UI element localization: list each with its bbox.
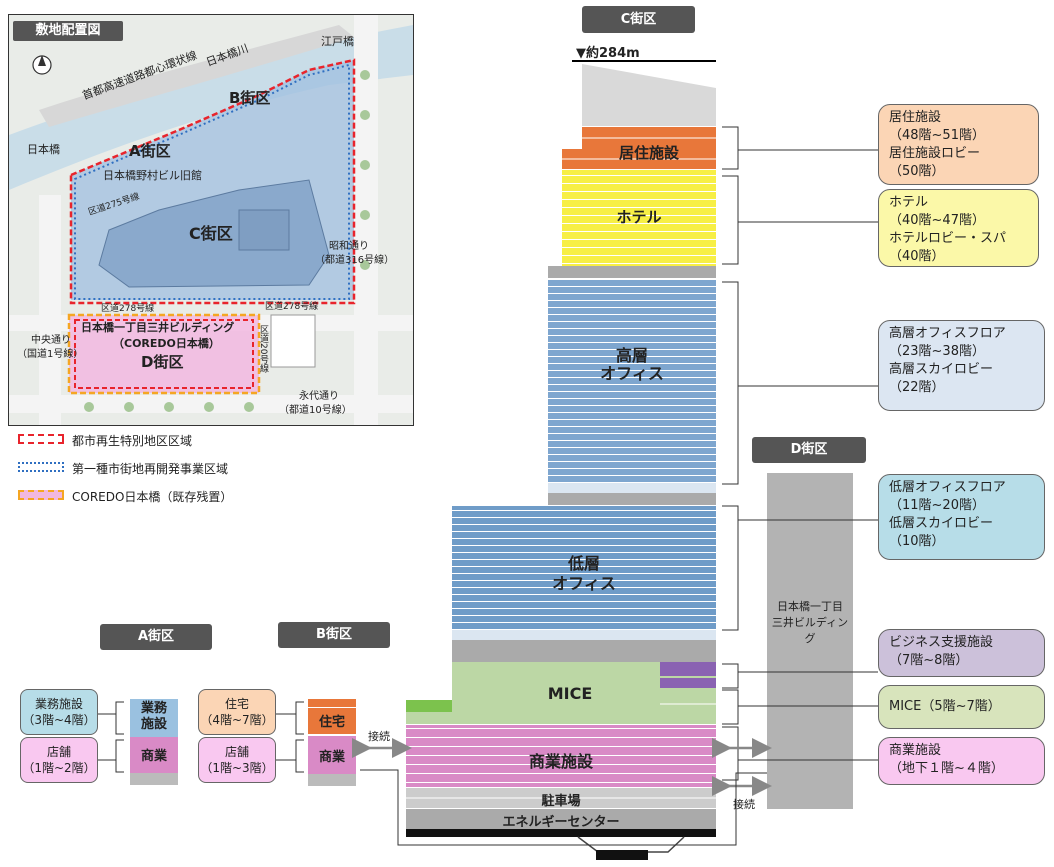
hotel-floors [562,170,716,266]
river-band [9,25,413,190]
label-edobashi: 江戸橋 [321,35,354,48]
residential-label: 居住施設 [618,144,679,162]
d-building [767,473,853,809]
callout-a-retail: 店舗 （1階~2階） [20,737,98,783]
redevelopment-outline [74,63,350,300]
low-office-label-1: 低層 [567,554,600,573]
label-coredo: （COREDO日本橋） [113,337,220,350]
parking-label: 駐車場 [541,794,581,809]
tag-block-b: B街区 [278,622,390,648]
block-d-area [69,315,259,393]
a-retail-label: 商業 [140,749,167,764]
commercial-floors [406,725,716,787]
d-building-label-1: 日本橋一丁目 [777,600,843,613]
c-building [98,179,330,288]
special-district-outline [69,58,356,305]
mice-label: MICE [547,684,593,703]
callout-high-office: 高層オフィスフロア （23階~38階） 高層スカイロビー （22階） [878,320,1045,411]
tower-crown [582,64,716,126]
callout-low-office: 低層オフィスフロア （11階~20階） 低層スカイロビー （10階） [878,474,1045,560]
site-map: 敷地配置図 首都高速道路都心環状線 日本橋川 江戸橋 日本橋 A街区 B街区 日… [8,14,414,426]
callout-residential: 居住施設 （48階~51階） 居住施設ロビー （50階） [878,104,1039,185]
legend-swatch-redevelopment [18,462,64,472]
a-office-label: 業務 施設 [140,701,167,732]
expressway-band [39,25,354,127]
label-kudo-278-b: 区道278号線 [265,302,319,312]
callout-commercial: 商業施設 （地下１階~４階） [878,737,1045,785]
energy-label: エネルギーセンター [502,815,620,830]
legend-label-redevelopment: 第一種市街地再開発事業区域 [72,462,229,476]
label-nihonbashi: 日本橋 [27,143,60,156]
tag-block-c: C街区 [582,6,695,33]
label-block-c: C街区 [189,224,233,243]
underground-line [360,769,767,846]
hotel-label: ホテル [616,208,662,226]
low-office-label-2: オフィス [552,574,616,593]
d-building-label-2: 三井ビルディング [771,616,849,645]
legend-swatch-coredo [18,490,64,500]
label-showa-dori: 昭和通り [329,241,369,252]
high-office-label-2: オフィス [600,364,664,383]
high-office-label-1: 高層 [615,346,648,365]
tag-block-a: A街区 [100,624,212,650]
legend-label-coredo: COREDO日本橋（既存残置） [72,490,233,504]
label-block-b: B街区 [229,89,271,107]
label-mitsui-bldg: 日本橋一丁目三井ビルディング [81,321,235,334]
b-block-housing [308,699,356,707]
callout-b-retail: 店舗 （1階~3階） [198,737,276,783]
connect-label-right: 接続 [733,798,755,811]
coredo-outline [67,313,261,395]
callout-mice: MICE（5階~7階） [878,685,1045,729]
callout-a-office: 業務施設 （3階~4階） [20,689,98,735]
energy-center [406,809,716,829]
low-office-floors [452,506,716,630]
label-eitai-dori: 永代通り [299,391,339,402]
tag-block-d: D街区 [752,437,866,463]
label-block-d: D街区 [141,353,184,371]
a-block-retail [130,737,178,773]
high-office-floors [548,279,716,483]
label-toto-316: （都道316号線） [315,255,395,266]
b-block-retail [308,736,356,774]
legend-label-special-district: 都市再生特別地区区域 [72,434,193,448]
a-block-office [130,699,178,737]
site-map-drawing [9,15,413,425]
callout-hotel: ホテル （40階~47階） ホテルロビー・スパ （40階） [878,189,1039,267]
commercial-label: 商業施設 [528,752,593,771]
b-housing-label: 住宅 [318,715,345,730]
connect-label-left: 接続 [368,730,390,743]
legend-swatch-special-district [18,434,64,444]
label-chuo-dori: 中央通り [31,335,71,346]
label-kudo-278-a: 区道278号線 [101,304,155,314]
callout-business-support: ビジネス支援施設 （7階~8階） [878,629,1045,677]
label-nomura-bldg: 日本橋野村ビル旧館 [103,169,202,182]
callout-b-housing: 住宅 （4階~7階） [198,689,276,735]
label-kokudo-1: （国道1号線） [17,349,84,360]
site-map-title: 敷地配置図 [13,21,123,41]
height-label: ▼約284m [576,46,640,61]
label-toto-10: （都道10号線） [279,405,352,416]
label-block-a: A街区 [129,142,171,160]
label-kudo-20: 区道20号線 [258,325,268,373]
b-retail-label: 商業 [318,750,345,765]
